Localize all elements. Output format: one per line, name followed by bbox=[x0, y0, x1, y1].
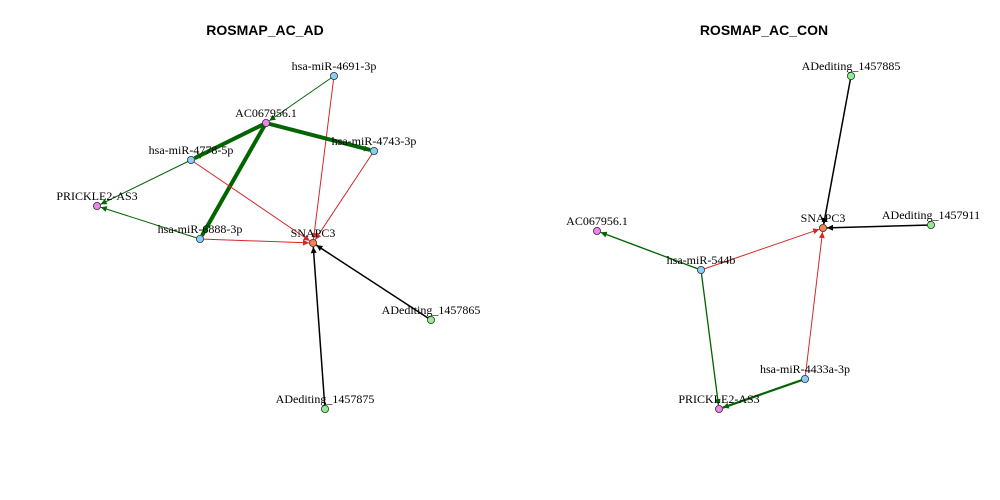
edge-green bbox=[100, 206, 201, 240]
edge-red bbox=[190, 159, 310, 242]
node-gene bbox=[308, 238, 317, 247]
network-title-ad: ROSMAP_AC_AD bbox=[206, 22, 323, 38]
node-lncrna bbox=[261, 119, 270, 128]
node-mirna bbox=[329, 72, 338, 81]
node-mirna bbox=[369, 146, 378, 155]
edge-red bbox=[314, 150, 375, 240]
node-lncrna bbox=[93, 201, 102, 210]
edge-green bbox=[269, 75, 335, 122]
edge-green bbox=[700, 269, 721, 406]
node-label: hsa-miR-4433a-3p bbox=[760, 362, 850, 376]
edge-green bbox=[100, 159, 192, 205]
node-label: SNAPC3 bbox=[801, 211, 846, 225]
edge-green bbox=[265, 121, 371, 152]
node-label: ADediting_1457875 bbox=[276, 392, 375, 406]
edge-red bbox=[199, 238, 310, 246]
edge-green bbox=[200, 122, 268, 237]
network-title-con: ROSMAP_AC_CON bbox=[700, 22, 828, 38]
edge-black bbox=[315, 244, 432, 321]
node-lncrna bbox=[715, 404, 724, 413]
node-editing bbox=[320, 404, 329, 413]
node-label: ADediting_1457885 bbox=[802, 59, 901, 73]
edge-green bbox=[600, 231, 702, 271]
node-mirna bbox=[195, 234, 204, 243]
node-mirna bbox=[801, 374, 810, 383]
edge-red bbox=[700, 228, 820, 271]
edge-red bbox=[311, 75, 335, 240]
node-mirna bbox=[697, 265, 706, 274]
node-label: hsa-miR-544b bbox=[667, 253, 736, 267]
node-label: PRICKLE2-AS3 bbox=[678, 392, 759, 406]
node-label: AC067956.1 bbox=[235, 106, 297, 120]
edge-black bbox=[310, 246, 326, 410]
node-lncrna bbox=[593, 226, 602, 235]
node-editing bbox=[426, 315, 435, 324]
node-label: AC067956.1 bbox=[566, 214, 628, 228]
node-editing bbox=[927, 220, 936, 229]
edge-red bbox=[804, 231, 825, 380]
edge-black bbox=[826, 224, 932, 231]
node-label: SNAPC3 bbox=[291, 226, 336, 240]
node-label: ADediting_1457911 bbox=[882, 208, 980, 222]
node-label: hsa-miR-4778-5p bbox=[149, 143, 234, 157]
node-mirna bbox=[186, 155, 195, 164]
node-gene bbox=[819, 223, 828, 232]
edge-green bbox=[193, 121, 267, 161]
edge-black bbox=[821, 75, 852, 225]
node-label: hsa-miR-4743-3p bbox=[332, 134, 417, 148]
edge-green bbox=[722, 377, 806, 409]
node-editing bbox=[847, 72, 856, 81]
node-label: hsa-miR-4691-3p bbox=[292, 59, 377, 73]
node-label: ADediting_1457865 bbox=[382, 303, 481, 317]
node-label: hsa-miR-6888-3p bbox=[158, 222, 243, 236]
node-label: PRICKLE2-AS3 bbox=[56, 189, 137, 203]
